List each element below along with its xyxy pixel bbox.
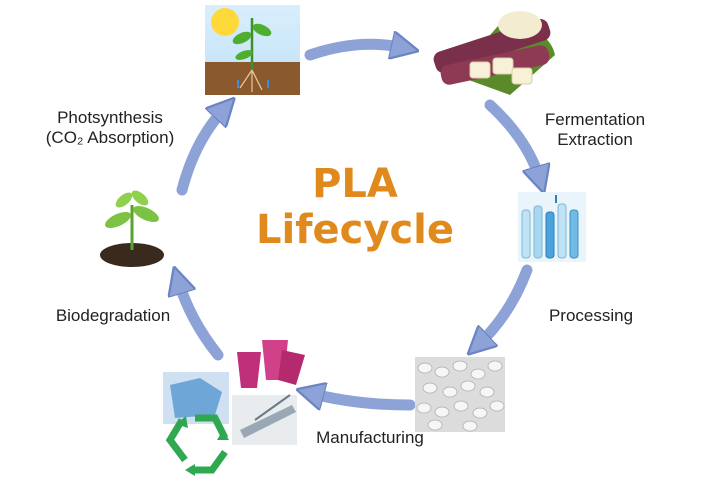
label-photosynthesis-line2: (CO₂ Absorption) [45, 128, 175, 147]
pla-pellets-image [415, 357, 505, 432]
label-processing: Processing [548, 306, 634, 325]
recycle-icon [165, 414, 229, 476]
seedling-image [100, 190, 164, 267]
manufactured-products-image [163, 340, 305, 445]
arrow-manufacturing-to-biodegradation [310, 393, 416, 405]
arrow-processing-to-manufacturing [478, 264, 533, 345]
label-biodegradation: Biodegradation [55, 306, 171, 325]
label-manufacturing: Manufacturing [316, 428, 424, 447]
arrow-photosynthesis-to-fermentation [304, 44, 405, 61]
label-photosynthesis-line1: Photsynthesis [57, 108, 163, 127]
arrow-seedling-to-photosynthesis [176, 108, 225, 196]
sugarcane-image [433, 11, 555, 95]
cycle-arrows [178, 44, 540, 405]
lab-tubes-image [518, 192, 586, 262]
label-photosynthesis: Photsynthesis (CO₂ Absorption) [20, 108, 200, 148]
label-fermentation-line2: Extraction [557, 130, 633, 149]
title-pla: PLA [312, 161, 398, 207]
arrow-biodegradation-to-seedling [178, 280, 224, 361]
title-lifecycle: Lifecycle [255, 207, 455, 253]
label-fermentation-line1: Fermentation [544, 110, 646, 129]
photosynthesis-image [205, 5, 300, 95]
label-fermentation: Fermentation Extraction [520, 110, 670, 150]
arrow-fermentation-to-processing [484, 99, 540, 180]
